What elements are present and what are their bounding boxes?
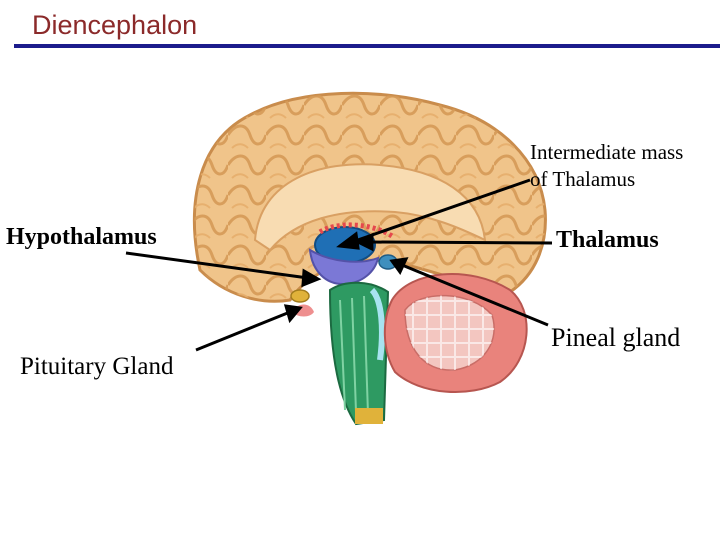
fourth-ventricle	[369, 287, 385, 361]
arrow-head-hypothalamus	[301, 268, 322, 288]
fornix-red	[318, 222, 394, 239]
label-intermediate-mass-line1: Intermediate mass	[530, 140, 684, 164]
arrow-head-pineal	[389, 257, 409, 275]
spinal-cord-stub	[355, 408, 383, 424]
label-pituitary-gland: Pituitary Gland	[20, 353, 174, 380]
page-title: Diencephalon	[32, 10, 198, 40]
brainstem-striations	[339, 295, 369, 415]
pointer-arrows	[125, 178, 553, 352]
label-pineal-gland: Pineal gland	[551, 323, 681, 352]
pituitary-shape	[290, 289, 310, 303]
hypothalamus-shape	[308, 248, 380, 286]
arrow-head-thalamus	[354, 232, 374, 252]
cerebral-cortex	[193, 91, 547, 303]
label-intermediate-mass-line2: of Thalamus	[530, 167, 636, 191]
label-hypothalamus: Hypothalamus	[6, 224, 157, 250]
title-underline	[14, 44, 720, 48]
arrow-head-pituitary	[283, 304, 303, 324]
label-thalamus: Thalamus	[556, 227, 659, 253]
